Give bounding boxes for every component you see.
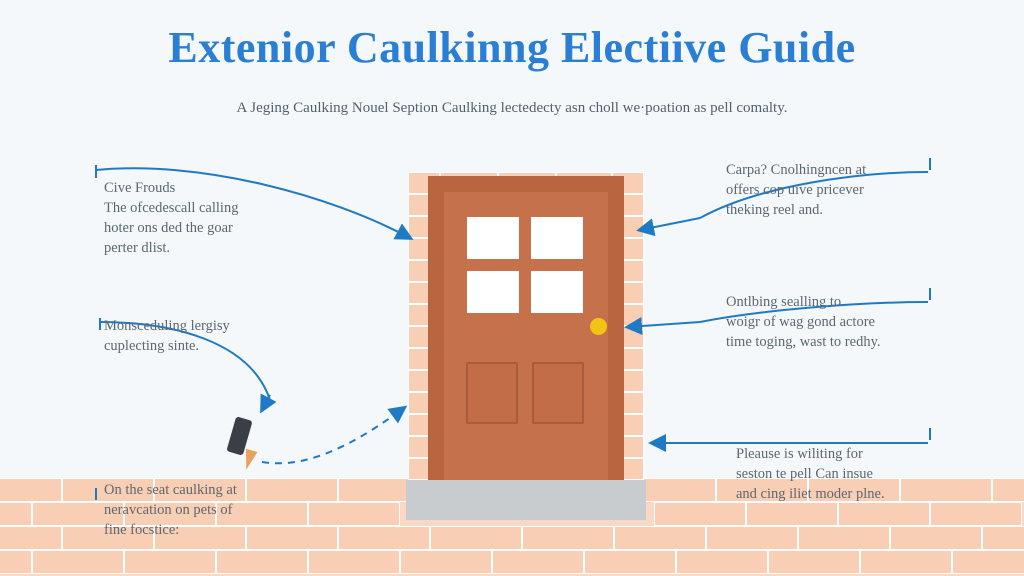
brick	[992, 478, 1024, 502]
brick	[0, 526, 62, 550]
brick	[838, 502, 930, 526]
brick	[746, 502, 838, 526]
brick-row	[0, 550, 1024, 574]
brick	[676, 550, 768, 574]
brick	[246, 526, 338, 550]
door-panel	[532, 362, 584, 424]
brick	[400, 550, 492, 574]
door-window-pane	[464, 268, 522, 316]
brick	[124, 550, 216, 574]
brick	[808, 478, 900, 502]
door-knob-icon[interactable]	[590, 318, 607, 335]
brick	[216, 502, 308, 526]
door-panel	[466, 362, 518, 424]
brick	[246, 478, 338, 502]
brick	[492, 550, 584, 574]
page-subtitle: A Jeging Caulking Nouel Seption Caulking…	[236, 100, 788, 116]
brick	[798, 526, 890, 550]
brick	[982, 526, 1024, 550]
brick	[614, 526, 706, 550]
brick	[430, 526, 522, 550]
brick	[706, 526, 798, 550]
brick	[0, 550, 32, 574]
door-window-pane	[464, 214, 522, 262]
brick	[216, 550, 308, 574]
brick	[952, 550, 1024, 574]
brick	[0, 502, 32, 526]
brick	[308, 550, 400, 574]
page-title: Extenior Caulkinng Electiive Guide	[168, 23, 856, 72]
door-window-pane	[528, 214, 586, 262]
brick-row	[0, 526, 1024, 550]
brick	[32, 550, 124, 574]
callout-left-top: Cive Frouds The ofcedescall calling hote…	[104, 180, 239, 256]
brick	[716, 478, 808, 502]
brick	[900, 478, 992, 502]
brick-row	[0, 502, 1024, 526]
brick	[124, 502, 216, 526]
door-slab[interactable]	[444, 192, 608, 480]
brick	[154, 478, 246, 502]
brick	[32, 502, 124, 526]
callout-left-middle: Monsceduling lergisy cuplecting sinte.	[104, 318, 230, 354]
brick	[930, 502, 1022, 526]
brick	[890, 526, 982, 550]
brick	[584, 550, 676, 574]
brick	[154, 526, 246, 550]
door-window-pane	[528, 268, 586, 316]
brick	[308, 502, 400, 526]
brick	[338, 526, 430, 550]
brick	[0, 478, 62, 502]
brick	[522, 526, 614, 550]
callout-right-top: Carpa? Cnolhingncen at offers cop uive p…	[726, 162, 867, 218]
brick	[654, 502, 746, 526]
callout-left-bottom: On the seat caulking at neravcation on p…	[104, 482, 237, 538]
brick	[768, 550, 860, 574]
brick	[860, 550, 952, 574]
door-threshold	[406, 480, 646, 520]
callout-right-middle: Ontlbing sealling to woigr of wag gond a…	[726, 294, 881, 350]
brick	[62, 478, 154, 502]
brick	[62, 526, 154, 550]
callout-right-bottom: Pleause is wiliting for seston te pell C…	[736, 446, 885, 502]
